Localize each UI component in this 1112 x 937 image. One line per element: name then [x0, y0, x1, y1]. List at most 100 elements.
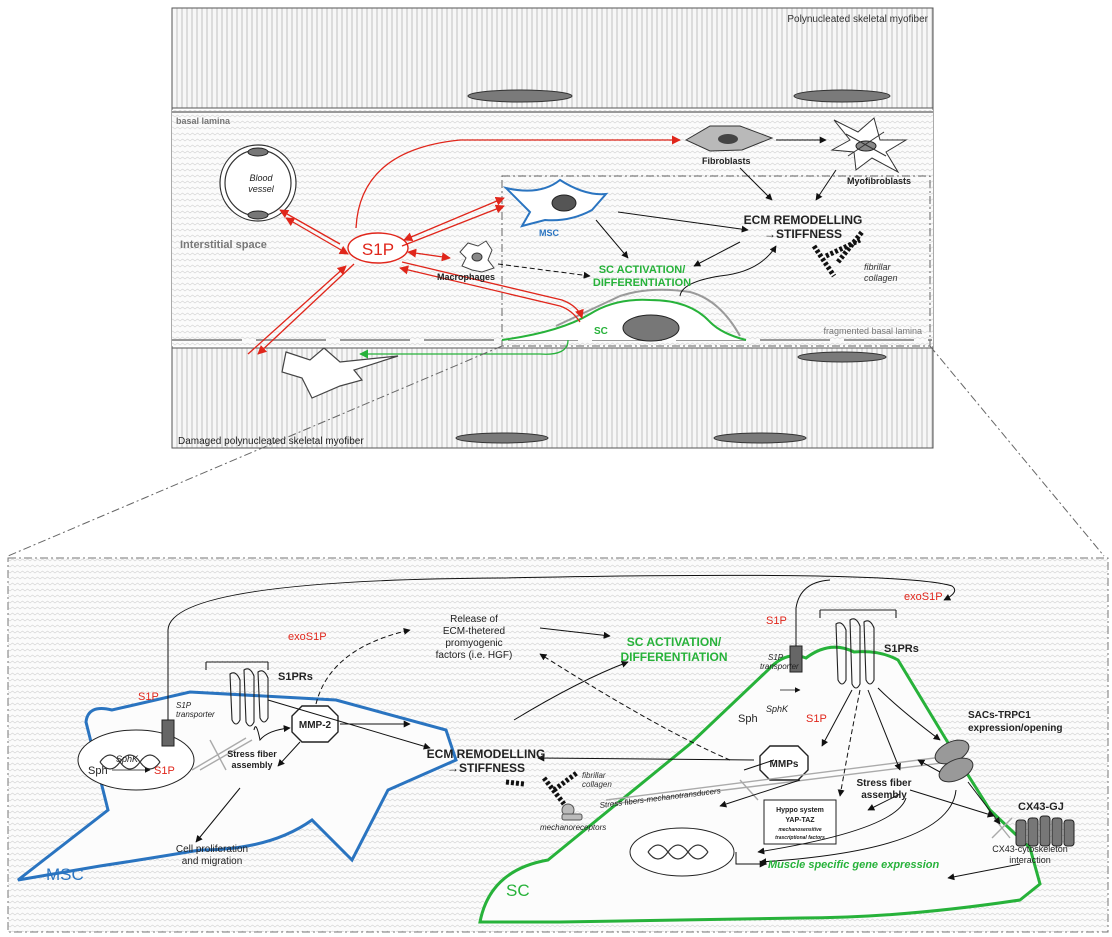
- sc-activation-label-top: DIFFERENTIATION: [593, 277, 691, 289]
- blood-vessel-label: vessel: [248, 184, 275, 194]
- stress-fiber-left-label: Stress fiber: [227, 749, 277, 759]
- s1prs-right-icon: [819, 609, 897, 689]
- bottom-arrows: [112, 574, 1021, 881]
- sc-nucleus-top: [622, 314, 680, 342]
- myofibroblast-nucleus: [855, 140, 877, 152]
- sc-lamina: [555, 288, 741, 337]
- msc-label-top: MSC: [539, 228, 560, 238]
- sc-to-damage-arrow: [359, 339, 569, 359]
- hyppo-box: [763, 799, 837, 845]
- cx43-cyto-label: CX43-cytoskeleton: [992, 844, 1068, 854]
- s1p-product-right-label: S1P: [806, 713, 827, 725]
- mechanoreceptors-label: mechanoreceptors: [540, 823, 606, 832]
- transporter-right-label: transporter: [760, 662, 799, 671]
- s1p-arrows: [247, 135, 681, 355]
- hyppo-label: YAP-TAZ: [785, 817, 815, 824]
- muscle-gene-label: Muscle specific gene expression: [768, 859, 939, 871]
- sphk-right-label: SphK: [766, 704, 789, 714]
- mmp2-label: MMP-2: [299, 720, 332, 731]
- sacs-channel: [938, 757, 974, 783]
- sc-activation-label: SC ACTIVATION/: [627, 635, 722, 649]
- ecm-label-top: →STIFFNESS: [764, 227, 842, 241]
- msc-label: MSC: [46, 865, 84, 884]
- top-panel: Blood vessel S1P: [171, 7, 934, 449]
- myofiber-label: Polynucleated skeletal myofiber: [787, 14, 928, 25]
- ecm-label: ECM REMODELLING: [427, 747, 546, 761]
- release-label: promyogenic: [445, 638, 502, 649]
- exos1p-left-label: exoS1P: [288, 631, 327, 643]
- s1prs-left-icon: [205, 661, 269, 727]
- stress-fiber-right-label: assembly: [861, 790, 907, 801]
- sacs-label: expression/opening: [968, 723, 1062, 734]
- hyppo-label: trascriptional factors: [775, 835, 825, 841]
- dna-icon: [647, 844, 709, 860]
- cx43-gj-label: CX43-GJ: [1018, 801, 1064, 813]
- release-label: factors (i.e. HGF): [436, 650, 513, 661]
- bottom-panel: S1P S1P transporter SphK Sph S1P exoS1P …: [7, 557, 1109, 933]
- transporter-left-label: transporter: [176, 710, 215, 719]
- proliferation-label: Cell proliferation: [176, 844, 248, 855]
- msc-nucleus: [551, 194, 577, 212]
- stress-fiber-right: [605, 755, 1013, 839]
- sphk-label: SphK: [116, 754, 139, 764]
- fibrillar-label: collagen: [582, 780, 612, 789]
- s1prs-left-label: S1PRs: [278, 671, 313, 683]
- release-label: ECM-thetered: [443, 626, 505, 637]
- mmps-octagon: [759, 745, 809, 781]
- fragmented-lamina-label: fragmented basal lamina: [823, 326, 922, 336]
- zoom-connector: [929, 345, 1105, 557]
- transporter-left-label: S1P: [176, 701, 192, 710]
- stress-fiber-left-label: assembly: [231, 760, 272, 770]
- s1p-transporter-left: [161, 719, 175, 747]
- s1p-right-label: S1P: [766, 615, 787, 627]
- interstitial-label: Interstitial space: [180, 239, 267, 251]
- top-black-arrows: [497, 136, 837, 297]
- sph-right-label: Sph: [738, 713, 758, 725]
- fibroblast-nucleus: [718, 134, 738, 144]
- sacs-label: SACs-TRPC1: [968, 710, 1031, 721]
- s1prs-right-label: S1PRs: [884, 643, 919, 655]
- nucleus: [793, 89, 891, 103]
- mmps-label: MMPs: [770, 759, 799, 770]
- stress-fiber-left: [191, 737, 253, 771]
- sc-nucleus: [629, 827, 735, 877]
- proliferation-label: and migration: [182, 856, 243, 867]
- nucleus: [713, 432, 807, 444]
- cx43-cyto-label: interaction: [1009, 855, 1051, 865]
- cx43-gj-icon: [1015, 815, 1075, 847]
- zoom-region: [501, 175, 931, 347]
- nucleus: [467, 89, 573, 103]
- blood-vessel-label: Blood: [249, 173, 273, 183]
- hyppo-label: mechanosensitive: [778, 827, 822, 833]
- macrophage-nucleus: [471, 252, 483, 262]
- zoom-connector: [7, 345, 503, 557]
- sc-cell-top: [501, 298, 747, 341]
- release-label: Release of: [450, 614, 498, 625]
- mmp2-octagon: [291, 705, 339, 743]
- sc-label: SC: [506, 881, 530, 900]
- damage-star: [281, 347, 399, 399]
- s1p-product-label: S1P: [154, 765, 175, 777]
- fibrillar-collagen-icon: [811, 230, 864, 278]
- fibrillar-collagen-icon: [505, 770, 580, 806]
- sc-label-top: SC: [594, 326, 608, 337]
- ecm-label: →STIFFNESS: [447, 761, 525, 775]
- sc-activation-label-top: SC ACTIVATION/: [599, 264, 686, 276]
- myofibroblasts-label: Myofibroblasts: [847, 176, 911, 186]
- sph-label: Sph: [88, 765, 108, 777]
- macrophages-label: Macrophages: [437, 272, 495, 282]
- transporter-right-label: S1P: [768, 653, 784, 662]
- ecm-label-top: ECM REMODELLING: [744, 213, 863, 227]
- exos1p-right-label: exoS1P: [904, 591, 943, 603]
- stress-fiber-right-label: Stress fiber: [856, 778, 911, 789]
- nucleus: [797, 351, 887, 363]
- fibrillar-label: fibrillar: [582, 771, 606, 780]
- sc-activation-label: DIFFERENTIATION: [620, 650, 727, 664]
- fibrillar-label-top: collagen: [864, 273, 898, 283]
- sc-cell: [478, 645, 1042, 924]
- basal-lamina-label: basal lamina: [176, 116, 231, 126]
- fibroblasts-label: Fibroblasts: [702, 156, 751, 166]
- fibrillar-label-top: fibrillar: [864, 262, 892, 272]
- mechanoreceptor-icon: [561, 803, 583, 821]
